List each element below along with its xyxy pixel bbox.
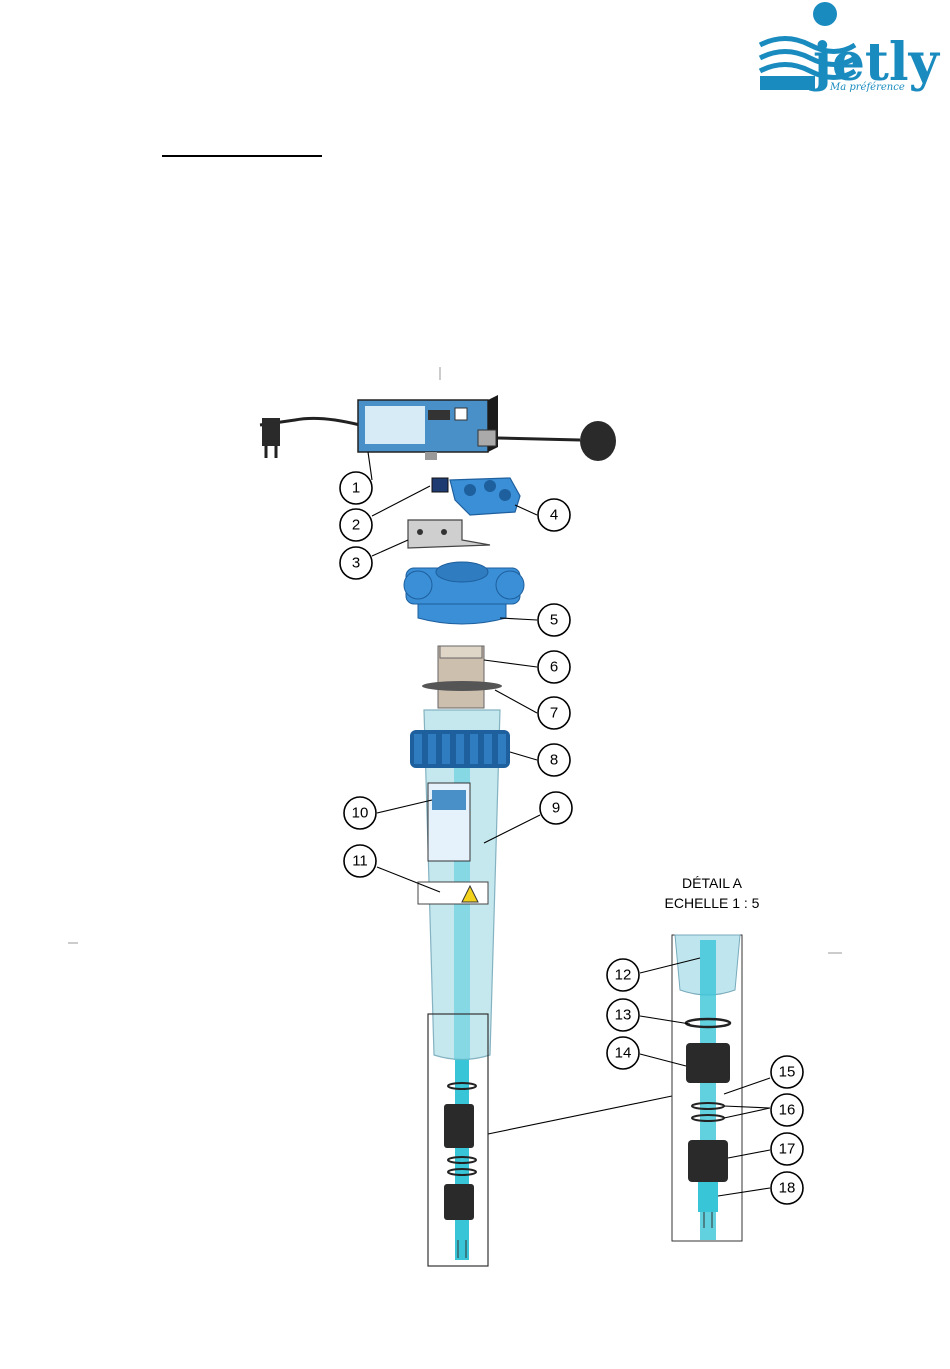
svg-text:1: 1 <box>352 480 360 497</box>
callout-10: 10 <box>344 797 376 829</box>
callout-3: 3 <box>340 547 372 579</box>
lamp-connector <box>580 421 616 461</box>
svg-text:18: 18 <box>779 1180 796 1197</box>
callout-7: 7 <box>538 697 570 729</box>
svg-text:16: 16 <box>779 1102 796 1119</box>
part-6-sleeve-nut <box>438 646 484 708</box>
callout-15: 15 <box>771 1056 803 1088</box>
callout-2: 2 <box>340 509 372 541</box>
callout-14: 14 <box>607 1037 639 1069</box>
callout-17: 17 <box>771 1133 803 1165</box>
part-4-bracket <box>450 478 520 515</box>
callout-18: 18 <box>771 1172 803 1204</box>
callout-1: 1 <box>340 472 372 504</box>
svg-text:4: 4 <box>550 507 558 524</box>
svg-text:2: 2 <box>352 517 360 534</box>
svg-text:8: 8 <box>550 752 558 769</box>
part-2-cap <box>432 478 448 492</box>
svg-text:13: 13 <box>615 1007 632 1024</box>
svg-text:7: 7 <box>550 705 558 722</box>
callout-11: 11 <box>344 845 376 877</box>
callout-5: 5 <box>538 604 570 636</box>
svg-text:17: 17 <box>779 1141 796 1158</box>
callout-6: 6 <box>538 651 570 683</box>
svg-text:10: 10 <box>352 805 369 822</box>
callout-8: 8 <box>538 744 570 776</box>
ballast-unit <box>260 395 616 461</box>
svg-text:6: 6 <box>550 659 558 676</box>
lamp-cable <box>498 438 580 440</box>
callout-4: 4 <box>538 499 570 531</box>
detail-title: DÉTAIL A <box>682 875 743 891</box>
part-5-filter-head <box>404 562 524 624</box>
callout-9: 9 <box>540 792 572 824</box>
part-8-union-nut <box>410 730 510 768</box>
detail-scale: ECHELLE 1 : 5 <box>665 895 760 911</box>
callout-12: 12 <box>607 959 639 991</box>
callout-16: 16 <box>771 1094 803 1126</box>
part-3-wall-plate <box>408 520 490 548</box>
svg-text:3: 3 <box>352 555 360 572</box>
svg-text:5: 5 <box>550 612 558 629</box>
svg-text:14: 14 <box>615 1045 632 1062</box>
svg-text:9: 9 <box>552 800 560 817</box>
svg-text:11: 11 <box>352 853 368 870</box>
svg-text:12: 12 <box>615 967 632 984</box>
svg-text:15: 15 <box>779 1064 796 1081</box>
detail-a-pointer <box>488 1096 672 1134</box>
part-7-oring <box>422 681 502 691</box>
callout-13: 13 <box>607 999 639 1031</box>
power-plug-icon <box>262 418 280 446</box>
